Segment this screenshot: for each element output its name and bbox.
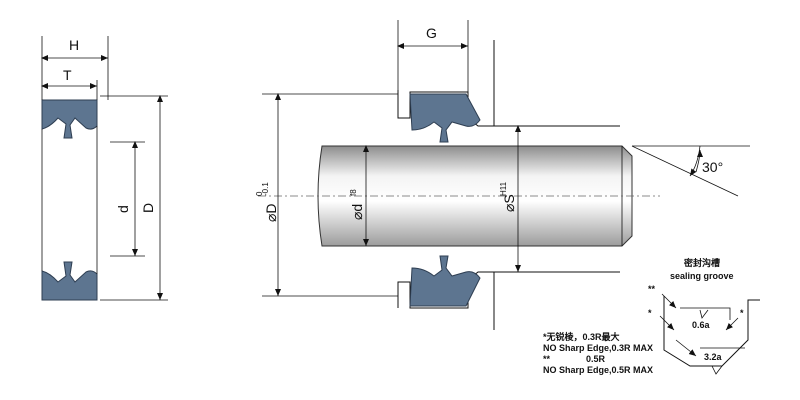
s-diameter-symbol: ⌀ [501,204,517,212]
dim-g-label: G [426,25,437,41]
groove-double-star: ** [648,284,656,294]
s-tol: H11 [499,181,508,196]
note-line-2: NO Sharp Edge,0.3R MAX [543,343,653,353]
note-line-1: *无锐棱，0.3R最大 [543,331,620,342]
assembly-view: G ⌀D 0 -0.1 ⌀d f8 ⌀S H11 [255,20,750,330]
dim-s-label: ⌀S [501,194,517,212]
dim-upper-d-label: D [140,203,156,213]
note-line-3-star: ** [543,354,551,364]
seal-profile-top [41,99,98,139]
s-text: S [501,194,517,203]
seal-section-view: H T d D [41,36,168,301]
groove-title-en: sealing groove [670,271,734,281]
groove-title-cn: 密封沟槽 [683,257,720,268]
seal-installed-top [409,93,481,143]
sealing-groove-detail: 密封沟槽 sealing groove 0.6a 3.2a ** * * [648,257,760,375]
housing-d-text: D [263,203,279,213]
housing-d-tol-low: -0.1 [261,182,270,196]
dim-housing-d-label: ⌀D [263,203,279,222]
seal-profile-bottom [41,261,98,301]
rod-d-text: d [349,204,365,212]
groove-single-star-left: * [648,308,652,318]
rod-diameter-symbol: ⌀ [349,212,365,220]
note-line-3-value: 0.5R [586,354,606,364]
roughness-b: 3.2a [704,352,723,362]
dim-t-label: T [63,67,72,83]
diameter-symbol: ⌀ [263,214,279,222]
dim-rod-d-label: ⌀d [349,204,365,220]
rod-d-tol: f8 [349,189,358,196]
dim-d-label: d [115,205,131,213]
notes-block: *无锐棱，0.3R最大 NO Sharp Edge,0.3R MAX ** 0.… [543,331,653,375]
angle-label: 30° [702,159,723,175]
roughness-a: 0.6a [692,320,711,330]
note-line-4: NO Sharp Edge,0.5R MAX [543,365,653,375]
rod [317,145,633,247]
seal-installed-bottom [409,255,481,307]
groove-single-star-right: * [740,308,744,318]
dim-h-label: H [69,37,79,53]
housing-d-tol-up: 0 [255,191,264,196]
